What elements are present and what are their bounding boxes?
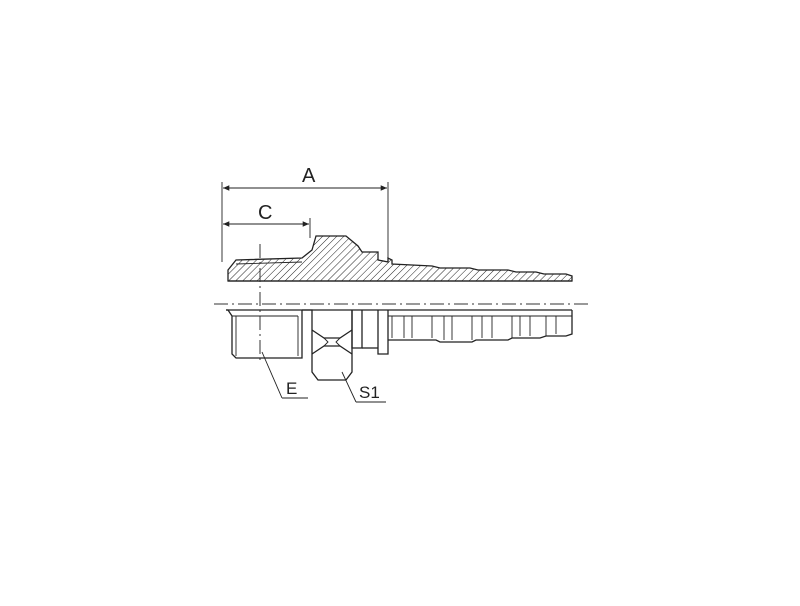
- dimension-c-label: C: [258, 202, 272, 224]
- lower-outline: [226, 309, 573, 381]
- label-s1: S1: [359, 383, 380, 402]
- dimension-a-label: A: [302, 165, 316, 187]
- leader-s1: S1: [341, 371, 386, 403]
- leader-e: E: [261, 351, 308, 399]
- dimension-a: A: [221, 165, 389, 262]
- label-e: E: [286, 379, 297, 398]
- dimension-c: C: [223, 202, 311, 238]
- upper-section: [227, 235, 573, 282]
